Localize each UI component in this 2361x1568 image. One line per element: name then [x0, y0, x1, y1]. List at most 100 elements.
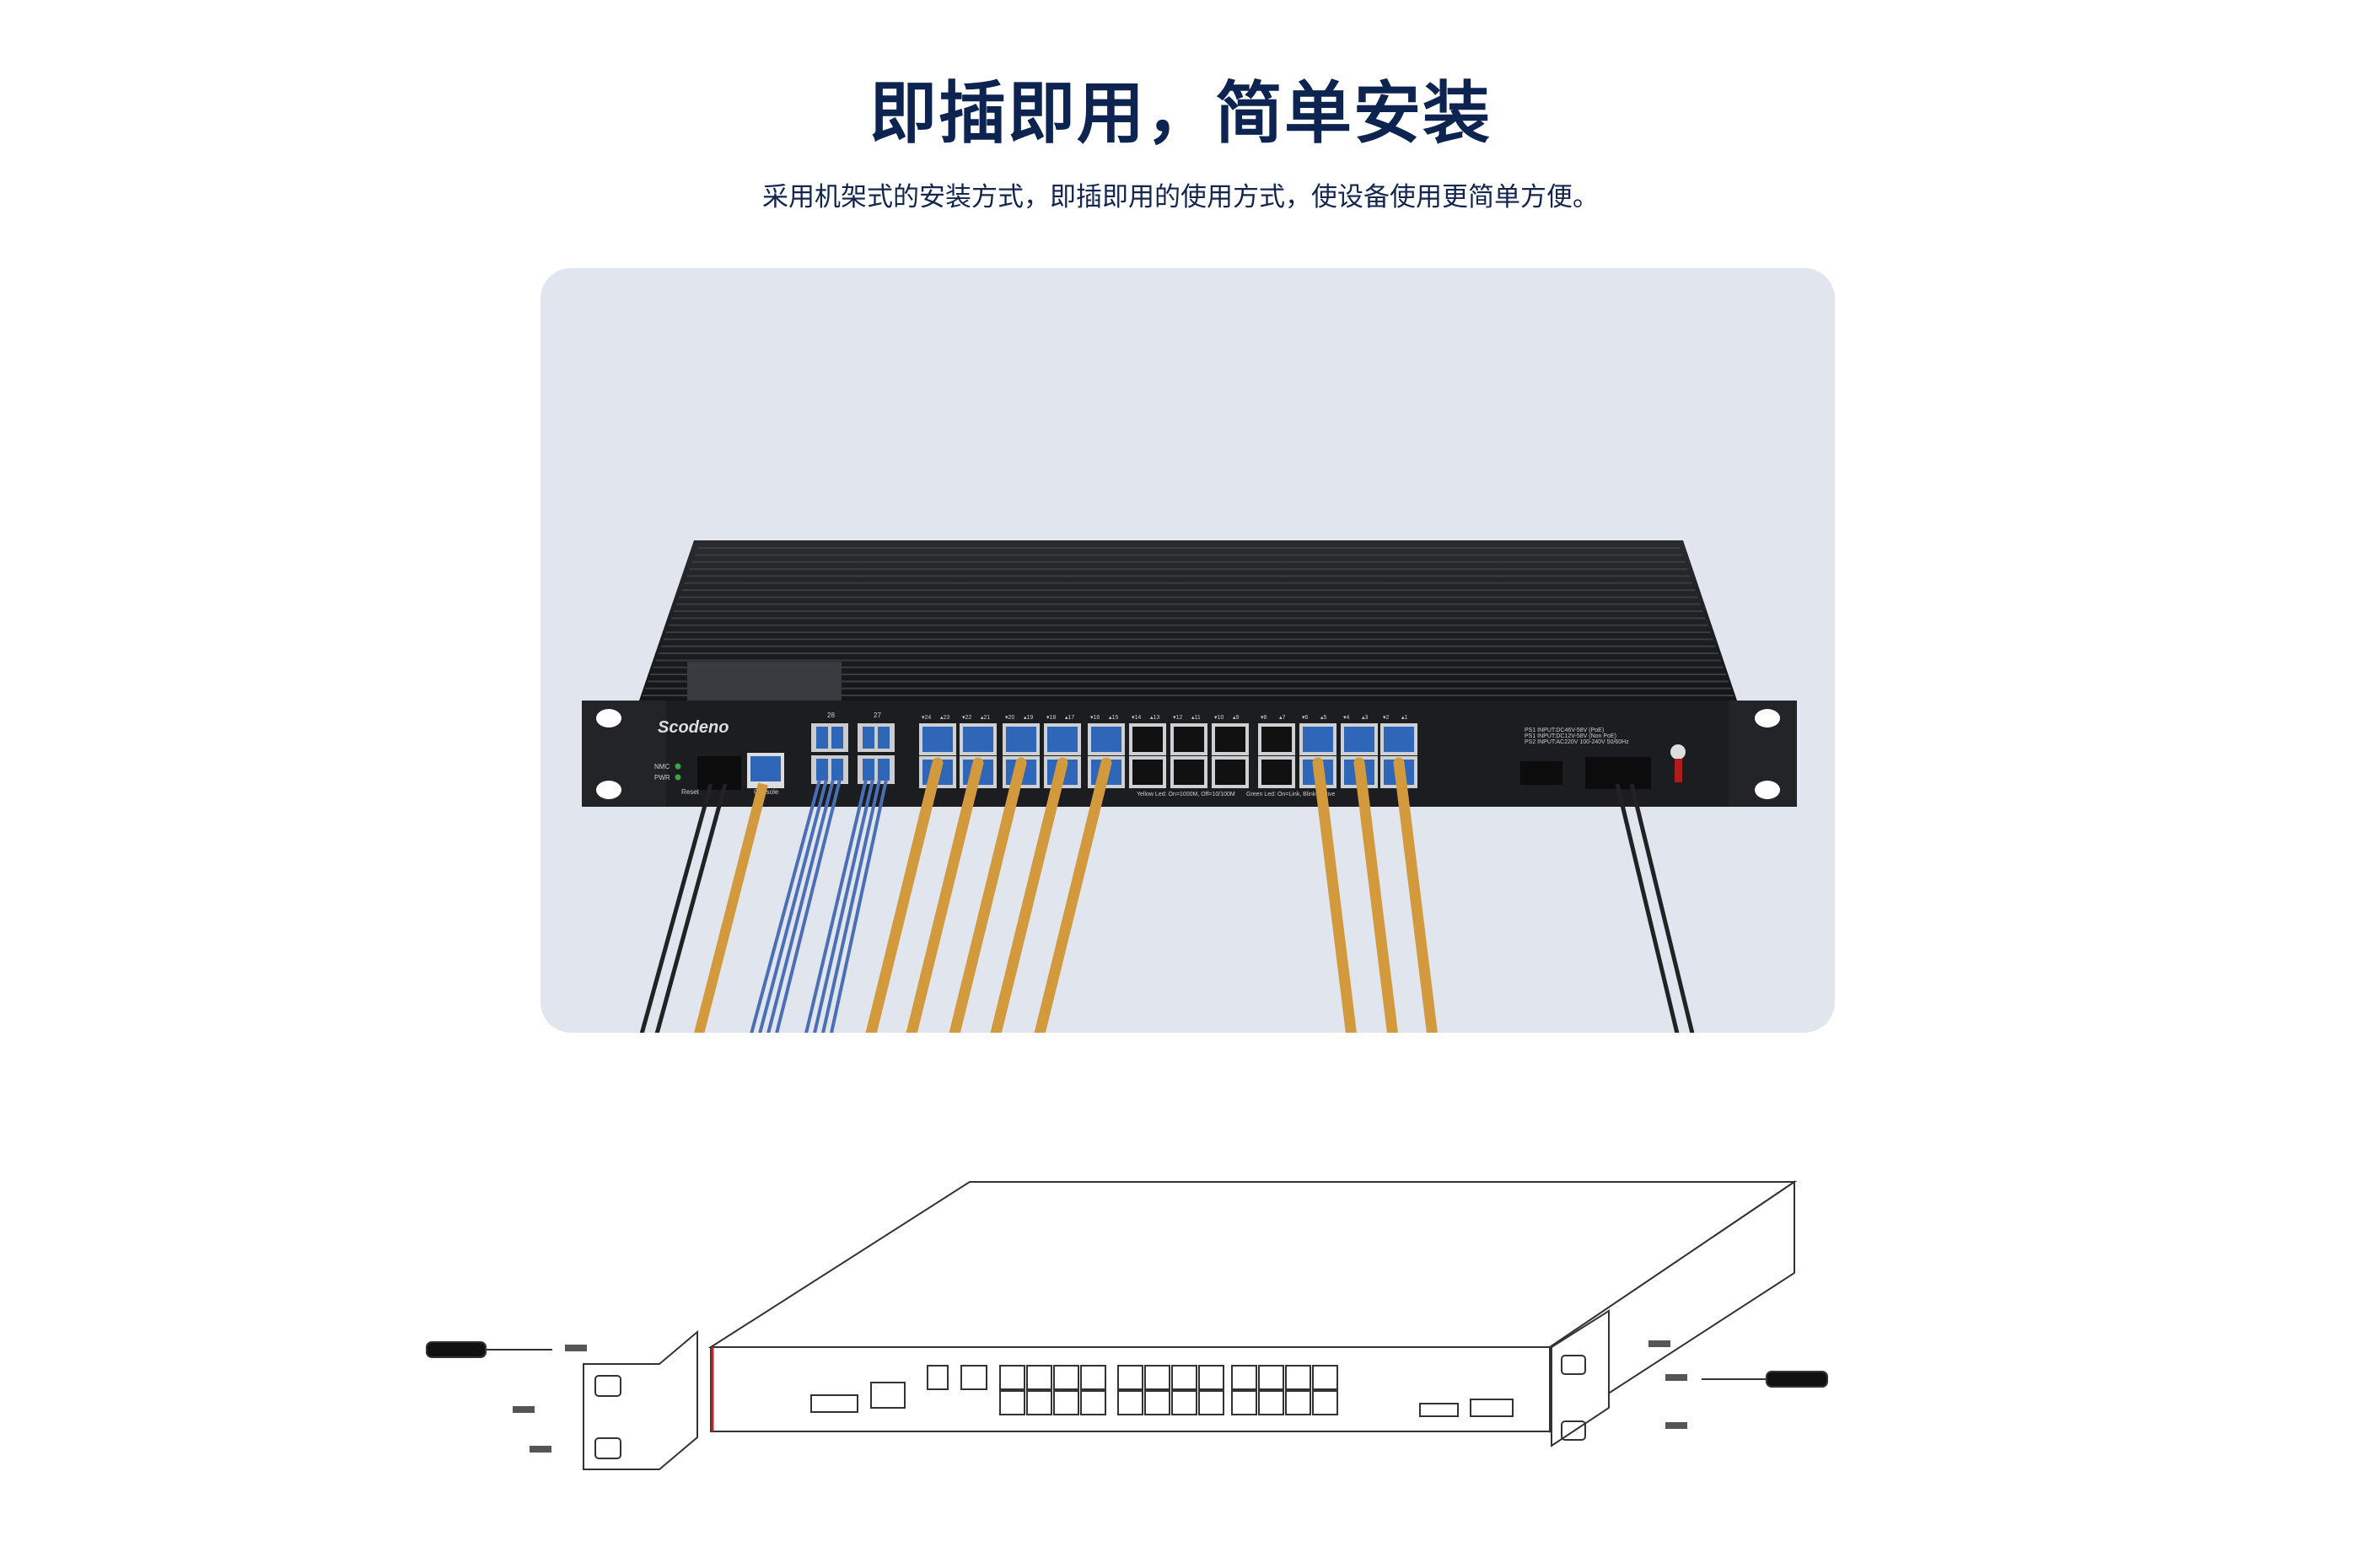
- ethernet-cable: [1393, 757, 1439, 1033]
- fiber-cable: [774, 779, 842, 1033]
- diagram-port: [1231, 1390, 1257, 1415]
- diagram-port: [1231, 1365, 1257, 1390]
- ethernet-cable: [864, 757, 944, 1033]
- rj45-plug: [963, 727, 993, 752]
- diagram-port: [1312, 1365, 1338, 1390]
- diagram-ports: [810, 1365, 1514, 1417]
- diagram-port: [1198, 1365, 1224, 1390]
- fiber-cable: [749, 779, 821, 1033]
- port-label: ▴3: [1362, 715, 1369, 721]
- diagram-port: [1144, 1365, 1170, 1390]
- rj45-plug: [1006, 727, 1036, 752]
- page-title: 即插即用，简单安装: [869, 74, 1492, 153]
- rj45-plug: [1384, 727, 1414, 752]
- fiber-cable: [820, 779, 881, 1033]
- rj45-socket: [1215, 727, 1245, 752]
- port-label: ▾8: [1261, 715, 1267, 721]
- diagram-port: [1285, 1390, 1311, 1415]
- fiber-cable: [829, 779, 888, 1033]
- diagram-port: [1144, 1390, 1170, 1415]
- port-label: ▾10: [1214, 715, 1224, 721]
- power-wire: [638, 783, 713, 1033]
- diagram-port: [1026, 1365, 1052, 1390]
- rack-hole-icon: [1755, 709, 1780, 728]
- diagram-port: [1285, 1365, 1311, 1390]
- power-wire: [653, 783, 728, 1033]
- power-connector-dc: [1520, 761, 1562, 785]
- page-subtitle: 采用机架式的安装方式，即插即用的使用方式，使设备使用更简单方便。: [762, 182, 1599, 212]
- power-terminal-block: [1585, 757, 1651, 789]
- console-label: Console: [754, 788, 779, 796]
- diagram-port: [1171, 1365, 1197, 1390]
- fiber-connector: [863, 727, 874, 749]
- fiber-connector: [878, 759, 890, 781]
- ethernet-cable: [905, 757, 984, 1033]
- rj45-plug: [1344, 727, 1374, 752]
- rj45-socket: [1132, 760, 1163, 785]
- diagram-port: [1053, 1365, 1079, 1390]
- port-label: ▴19: [1024, 715, 1033, 721]
- ground-lug-icon: [1670, 744, 1686, 760]
- port-label: ▴5: [1320, 715, 1327, 721]
- fiber-cable: [804, 779, 868, 1033]
- led-label-nmc: NMC: [654, 763, 670, 771]
- diagram-port: [1198, 1390, 1224, 1415]
- port-label: ▴11: [1191, 715, 1201, 721]
- cables: [638, 757, 1696, 1033]
- port-label: ▴21: [981, 715, 990, 721]
- alarm-terminal-block: [697, 756, 741, 790]
- fiber-connector: [816, 727, 828, 749]
- rj45-plug: [1047, 727, 1078, 752]
- diagram-port: [1080, 1365, 1106, 1390]
- port-label: ▴23: [940, 715, 949, 721]
- rj45-port-grid: ▾24▴23▾22▴21▾20▴19▾18▴17▾16▴15▾14▴13▾12▴…: [919, 715, 1417, 788]
- installation-diagram: [426, 1180, 1828, 1470]
- right-bracket-icon: [1551, 1309, 1610, 1447]
- port-label: ▾2: [1383, 715, 1390, 721]
- led-label-pwr: PWR: [654, 774, 670, 781]
- diagram-port: [1258, 1390, 1284, 1415]
- port-label: ▾20: [1005, 715, 1014, 721]
- nmc-led-icon: [675, 763, 681, 770]
- fiber-cable: [766, 779, 835, 1033]
- legend-yellow-led: Yellow Led: On=1000M, Off=10/100M: [1137, 792, 1235, 797]
- diagram-port: [999, 1365, 1025, 1390]
- rj45-socket: [1174, 760, 1204, 785]
- console-cable: [693, 782, 768, 1033]
- fiber-connector: [863, 759, 874, 781]
- port-label: ▾6: [1302, 715, 1309, 721]
- brand-logo: Scodeno: [658, 718, 729, 737]
- fiber-cable: [812, 779, 874, 1033]
- rj45-socket: [1261, 760, 1292, 785]
- top-label-plate: [687, 662, 842, 701]
- port-label: ▾18: [1046, 715, 1056, 721]
- port-label: ▴15: [1109, 715, 1118, 721]
- ethernet-cable: [1312, 757, 1358, 1033]
- fiber-cable: [757, 779, 828, 1033]
- port-label: ▾14: [1132, 715, 1141, 721]
- reset-label: Reset: [681, 788, 700, 796]
- fiber-connector: [878, 727, 890, 749]
- ethernet-cable: [1033, 757, 1112, 1033]
- diagram-console: [870, 1382, 906, 1409]
- diagram-power: [1470, 1399, 1514, 1417]
- diagram-port: [1026, 1390, 1052, 1415]
- ethernet-cable: [948, 757, 1027, 1033]
- fiber-connector: [831, 727, 843, 749]
- rj45-socket: [1215, 760, 1245, 785]
- screwdriver-left-icon: [426, 1341, 552, 1358]
- rack-hole-icon: [596, 781, 621, 799]
- power-wire: [1615, 783, 1681, 1033]
- port-label: ▾16: [1090, 715, 1100, 721]
- screwdriver-right-icon: [1702, 1371, 1828, 1388]
- power-spec-line-1: PS1 INPUT:DC46V-58V (PoE): [1525, 728, 1604, 733]
- screw-icons: [513, 1340, 1687, 1453]
- left-rack-ear: [582, 701, 666, 807]
- port-label: ▴17: [1065, 715, 1074, 721]
- legend-green-led: Green Led: On=Link, Blink=Active: [1246, 792, 1336, 797]
- pwr-led-icon: [675, 774, 681, 781]
- diagram-port: [999, 1390, 1025, 1415]
- ethernet-cable: [989, 757, 1068, 1033]
- port-label: ▾4: [1343, 715, 1350, 721]
